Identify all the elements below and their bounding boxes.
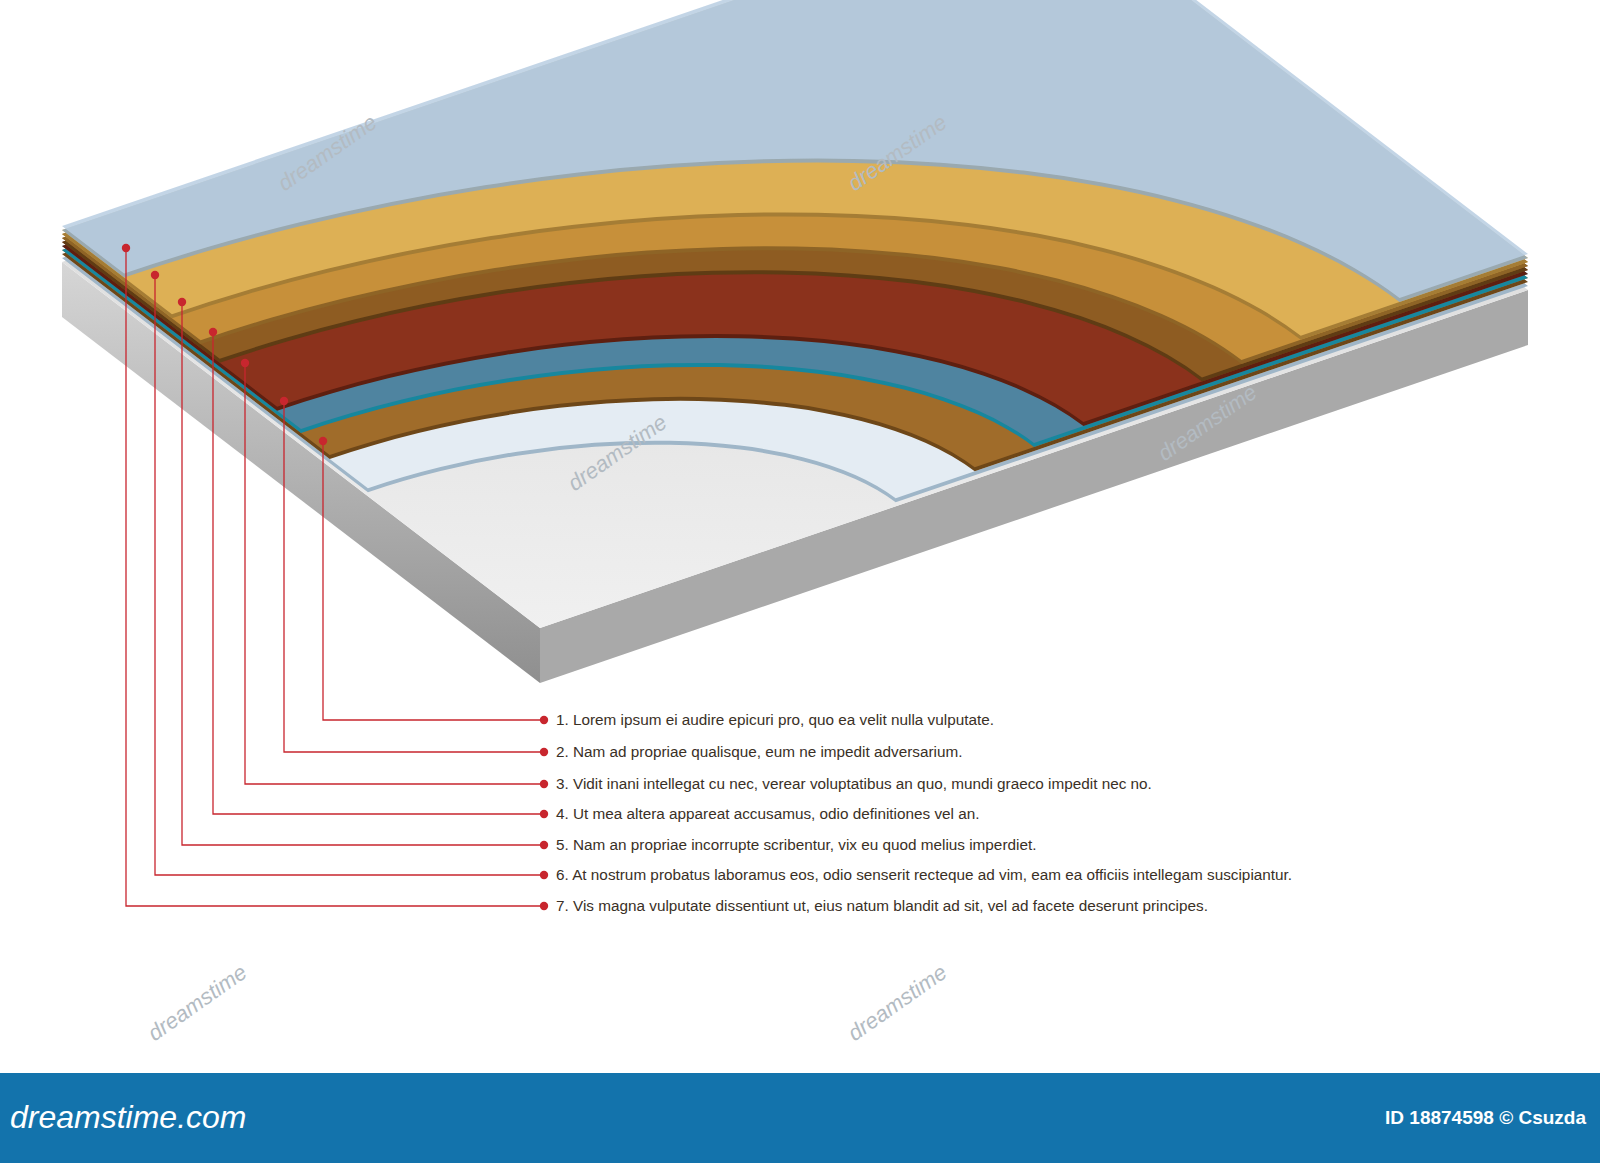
leader-line xyxy=(213,332,544,814)
leader-dot xyxy=(280,397,288,405)
leader-dot xyxy=(151,271,159,279)
leader-line xyxy=(323,441,544,720)
watermark: dreamstime xyxy=(843,959,952,1046)
watermark: dreamstime xyxy=(143,959,252,1046)
callout-text: 3. Vidit inani intellegat cu nec, verear… xyxy=(556,774,1152,794)
callout-text: 6. At nostrum probatus laboramus eos, od… xyxy=(556,865,1292,885)
leader-dot xyxy=(540,780,548,788)
callout-text: 5. Nam an propriae incorrupte scribentur… xyxy=(556,835,1036,855)
leader-dot xyxy=(540,871,548,879)
callout-text: 2. Nam ad propriae qualisque, eum ne imp… xyxy=(556,742,962,762)
callout-text: 7. Vis magna vulputate dissentiunt ut, e… xyxy=(556,896,1208,916)
leader-line xyxy=(284,401,544,752)
leader-line xyxy=(245,363,544,784)
leader-dot xyxy=(540,841,548,849)
leader-dot xyxy=(540,716,548,724)
leader-dot xyxy=(319,437,327,445)
leader-dot xyxy=(540,902,548,910)
callout-text: 1. Lorem ipsum ei audire epicuri pro, qu… xyxy=(556,710,994,730)
leader-lines xyxy=(122,244,548,910)
layer-top xyxy=(62,0,1528,592)
footer-bar: dreamstime.com ID 18874598 © Csuzda xyxy=(0,1073,1600,1163)
image-id: ID 18874598 © Csuzda xyxy=(1385,1107,1586,1129)
leader-dot xyxy=(122,244,130,252)
leader-dot xyxy=(540,810,548,818)
leader-dot xyxy=(209,328,217,336)
callout-text: 4. Ut mea altera appareat accusamus, odi… xyxy=(556,804,979,824)
leader-dot xyxy=(178,298,186,306)
leader-line xyxy=(126,248,544,906)
leader-dot xyxy=(540,748,548,756)
leader-line xyxy=(155,275,544,875)
leader-line xyxy=(182,302,544,845)
leader-dot xyxy=(241,359,249,367)
site-name: dreamstime.com xyxy=(10,1099,247,1136)
